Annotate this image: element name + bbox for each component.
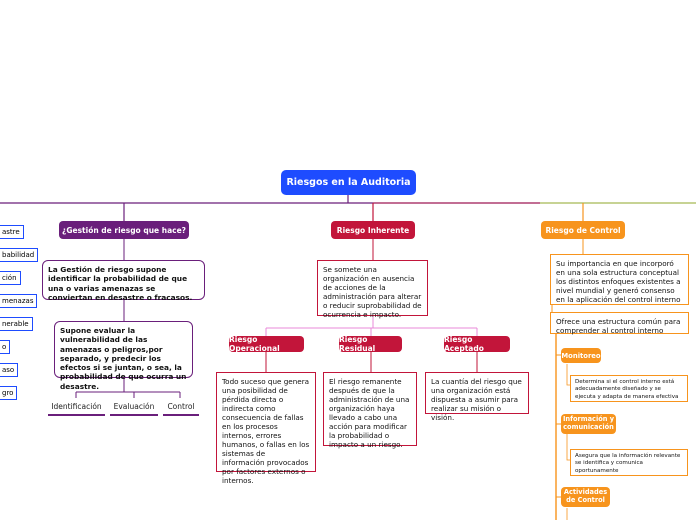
left-fragment-5[interactable]: nerable [0,317,33,331]
residual-node[interactable]: Riesgo Residual [339,335,402,353]
left-fragment-2[interactable]: babilidad [0,248,39,262]
aceptado-node[interactable]: Riesgo Aceptado [444,335,510,353]
left-fragment-3[interactable]: ción [0,271,21,285]
monitoreo-desc[interactable]: Determina si el control interno está ade… [570,375,688,402]
actividades-node[interactable]: Actividades de Control [561,487,610,507]
control-desc-1[interactable]: Su importancia en que incorporó en una s… [550,254,689,305]
leaf-control[interactable]: Control [163,402,199,416]
left-fragment-8[interactable]: gro [0,386,18,400]
left-fragment-4[interactable]: menazas [0,294,38,308]
gestion-node[interactable]: ¿Gestión de riesgo que hace? [59,221,189,239]
gestion-desc-1[interactable]: La Gestión de riesgo supone identificar … [42,260,205,302]
control-node[interactable]: Riesgo de Control [541,221,625,239]
inherente-node[interactable]: Riesgo Inherente [331,221,415,239]
inherente-desc[interactable]: Se somete una organización en ausencia d… [317,260,428,319]
aceptado-desc[interactable]: La cuantía del riesgo que una organizaci… [425,372,529,422]
leaf-underline [48,414,105,416]
residual-desc[interactable]: El riesgo remanente después de que la ad… [323,372,417,449]
leaf-underline [110,414,158,416]
operacional-node[interactable]: Riesgo Operacional [229,335,304,353]
informacion-node[interactable]: Información y comunicación [561,414,616,434]
left-fragment-6[interactable]: o [0,340,11,354]
leaf-label: Evaluación [113,402,155,411]
leaf-evaluacion[interactable]: Evaluación [110,402,158,416]
monitoreo-node[interactable]: Monitoreo [561,348,601,363]
informacion-desc[interactable]: Asegura que la información relevante se … [570,449,688,476]
root-node[interactable]: Riesgos en la Auditoria [281,170,416,195]
control-desc-2[interactable]: Ofrece una estructura común para compren… [550,312,689,335]
leaf-label: Identificación [51,402,102,411]
leaf-identificacion[interactable]: Identificación [48,402,105,416]
leaf-underline [163,414,199,416]
leaf-label: Control [167,402,195,411]
left-fragment-1[interactable]: astre [0,225,24,239]
left-fragment-7[interactable]: aso [0,363,19,377]
operacional-desc[interactable]: Todo suceso que genera una posibilidad d… [216,372,316,485]
gestion-desc-2[interactable]: Supone evaluar la vulnerabilidad de las … [54,321,193,391]
